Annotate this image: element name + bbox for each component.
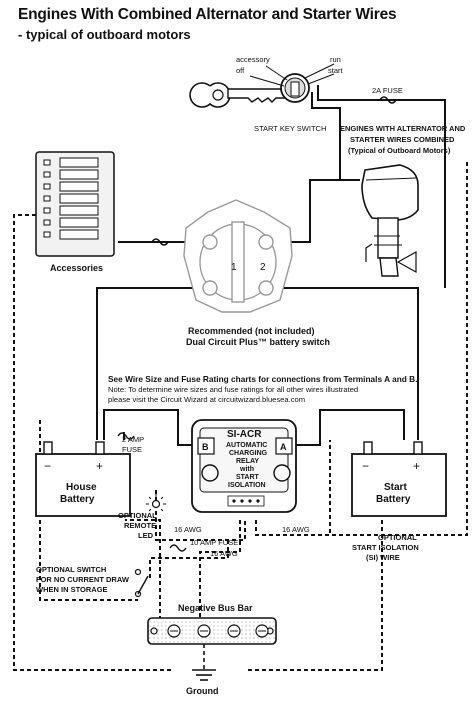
acr-line-6: ISOLATION <box>228 482 266 489</box>
start-plus: + <box>413 459 420 473</box>
start-label-1: Start <box>384 482 407 493</box>
bus-bar-label: Negative Bus Bar <box>178 603 253 613</box>
remote-led: OPTIONAL REMOTE LED <box>118 494 166 540</box>
wire-switch-to-engine <box>285 179 360 243</box>
wire-note-2: Note: To determine wire sizes and fuse r… <box>108 385 358 394</box>
led-label-3: LED <box>138 531 154 540</box>
acr-line-4: with <box>239 466 254 473</box>
page-subtitle: - typical of outboard motors <box>18 27 191 42</box>
wire-house-neg <box>39 520 138 601</box>
led-label-2: REMOTE <box>124 521 156 530</box>
wire-led <box>155 490 246 541</box>
storage-label-1: OPTIONAL SWITCH <box>36 565 106 574</box>
switch-label-1: Recommended (not included) <box>188 326 315 336</box>
wire-16awg-c: 16 AWG <box>282 525 310 534</box>
house-battery: − + House Battery <box>35 441 131 517</box>
acr-name: SI-ACR <box>227 429 262 440</box>
start-key-switch: accessory off run start START KEY SWITCH <box>189 55 344 133</box>
switch-pos-2: 2 <box>260 262 266 273</box>
wire-house-to-acr-b <box>103 409 206 446</box>
negative-wires <box>13 162 468 671</box>
house-plus: + <box>96 459 103 473</box>
engine-label-2: STARTER WIRES COMBINED <box>350 135 455 144</box>
start-battery: − + Start Battery <box>351 441 447 517</box>
wire-accessories-neg <box>13 214 172 671</box>
key-switch-label: START KEY SWITCH <box>254 124 326 133</box>
acr-line-5: START <box>236 474 260 481</box>
wire-16awg-b: 16 AWG <box>210 549 238 558</box>
storage-switch: OPTIONAL SWITCH FOR NO CURRENT DRAW WHEN… <box>36 565 149 598</box>
acr-line-2: CHARGING <box>229 450 268 457</box>
si-label-3: (SI) WIRE <box>366 553 400 562</box>
key-off-label: off <box>236 66 245 75</box>
wire-10a <box>149 540 229 580</box>
house-label-2: Battery <box>60 494 95 505</box>
wire-engine-neg <box>330 162 468 536</box>
storage-label-3: WHEN IN STORAGE <box>36 585 108 594</box>
accessory-fuse <box>151 238 169 246</box>
key-run-label: run <box>330 55 341 64</box>
wire-house-to-switch <box>96 287 238 440</box>
fuse-2amp-label-1: 2 AMP <box>122 435 144 444</box>
positive-wires <box>96 85 446 446</box>
accessories-label: Accessories <box>50 263 103 273</box>
fuse-2a-label: 2A FUSE <box>372 86 403 95</box>
fuse-2amp-label-2: FUSE <box>122 445 142 454</box>
house-label-1: House <box>66 482 97 493</box>
ground-symbol <box>192 644 216 681</box>
outboard-engine: ENGINES WITH ALTERNATOR AND STARTER WIRE… <box>340 124 466 277</box>
wire-led-neg <box>125 519 161 620</box>
engine-label-1: ENGINES WITH ALTERNATOR AND <box>340 124 466 133</box>
engine-label-3: (Typical of Outboard Motors) <box>348 146 451 155</box>
key-accessory-label: accessory <box>236 55 270 64</box>
switch-pos-1: 1 <box>231 262 237 273</box>
wire-start-to-switch <box>238 287 419 440</box>
wire-key-fuse <box>317 85 446 288</box>
wire-note-1: See Wire Size and Fuse Rating charts for… <box>108 374 417 384</box>
start-minus: − <box>362 459 369 473</box>
acr-line-3: RELAY <box>236 458 259 465</box>
storage-label-2: FOR NO CURRENT DRAW <box>36 575 130 584</box>
page-title: Engines With Combined Alternator and Sta… <box>18 6 397 23</box>
wire-si <box>255 440 331 536</box>
wire-10amp-fuse: 10 AMP FUSE <box>190 538 238 547</box>
house-minus: − <box>44 459 51 473</box>
fuse-2a: 2A FUSE <box>372 86 403 104</box>
wire-16awg-a: 16 AWG <box>174 525 202 534</box>
acr-line-1: AUTOMATIC <box>226 442 267 449</box>
key-start-label: start <box>328 66 344 75</box>
wire-start-neg <box>248 520 383 671</box>
si-label-1: OPTIONAL <box>378 533 417 542</box>
wire-note-3: please visit the Circuit Wizard at circu… <box>108 395 305 404</box>
ground-label: Ground <box>186 686 219 696</box>
wire-start-to-acr-a <box>290 409 405 446</box>
led-label-1: OPTIONAL <box>118 511 157 520</box>
start-label-2: Battery <box>376 494 411 505</box>
si-acr-relay: B A SI-ACR AUTOMATIC CHARGING RELAY with… <box>191 419 297 513</box>
fuse-10amp <box>169 544 187 552</box>
wire-acr-ground <box>199 520 241 630</box>
accessories-panel: Accessories <box>35 151 169 273</box>
fuse-2amp: 2 AMP FUSE <box>117 432 144 454</box>
negative-bus-bar: Negative Bus Bar <box>147 603 277 645</box>
battery-switch: 1 2 <box>183 199 293 313</box>
switch-label-2: Dual Circuit Plus™ battery switch <box>186 337 330 347</box>
acr-term-b: B <box>202 442 209 452</box>
si-label-2: START ISOLATION <box>352 543 419 552</box>
wire-key-to-engine <box>311 92 341 180</box>
acr-term-a: A <box>280 442 287 452</box>
